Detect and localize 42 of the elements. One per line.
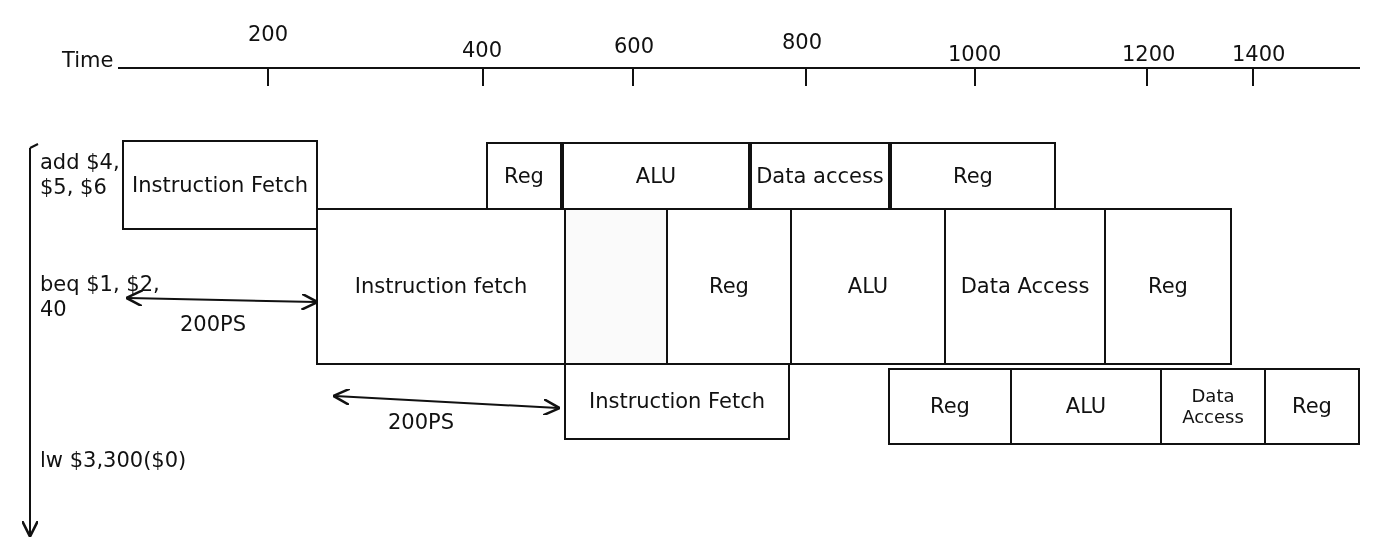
- stage-box: [564, 363, 790, 440]
- instruction-label: beq $1, $2, 40: [40, 272, 160, 323]
- instruction-label: add $4, $5, $6: [40, 150, 121, 201]
- stage-label: Instruction fetch: [353, 273, 529, 301]
- stage-label: ALU: [1064, 393, 1108, 421]
- stage-label: Reg: [1147, 273, 1189, 301]
- stage-label: Instruction Fetch: [131, 171, 309, 199]
- stage-label: ALU: [634, 162, 678, 190]
- stage-box: [1264, 368, 1360, 445]
- tick-label: 1200: [1122, 42, 1176, 68]
- stage-box: [316, 208, 566, 365]
- empty-stage-box: [564, 208, 668, 365]
- stage-box: [1104, 208, 1232, 365]
- stage-label: ALU: [846, 273, 890, 301]
- tick-label: 800: [782, 30, 823, 56]
- stage-box: [750, 142, 890, 210]
- duration-label: 200PS: [180, 312, 247, 338]
- stage-label: Reg: [929, 393, 971, 421]
- stage-label: Data Access: [1181, 383, 1245, 429]
- stage-box: [888, 368, 1012, 445]
- tick-label: 1400: [1232, 42, 1286, 68]
- stage-label: Reg: [708, 273, 750, 301]
- stage-label: Reg: [952, 162, 994, 190]
- axis-title: Time: [62, 48, 114, 74]
- tick-label: 200: [248, 22, 289, 48]
- stage-label: Instruction Fetch: [588, 388, 766, 416]
- stage-box: [944, 208, 1106, 365]
- stage-label: Data access: [755, 162, 885, 190]
- stage-label: Reg: [1291, 393, 1333, 421]
- duration-label: 200PS: [388, 410, 455, 436]
- stage-label: Reg: [503, 162, 545, 190]
- stage-box: [1010, 368, 1162, 445]
- stage-box: [486, 142, 562, 210]
- tick-label: 1000: [948, 42, 1002, 68]
- stage-box: [122, 140, 318, 230]
- tick-label: 400: [462, 38, 503, 64]
- stage-box: [562, 142, 750, 210]
- tick-label: 600: [614, 34, 655, 60]
- stage-box: [1160, 368, 1266, 445]
- stage-box: [890, 142, 1056, 210]
- instruction-label: lw $3,300($0): [40, 448, 187, 474]
- stage-label: Data Access: [959, 273, 1091, 301]
